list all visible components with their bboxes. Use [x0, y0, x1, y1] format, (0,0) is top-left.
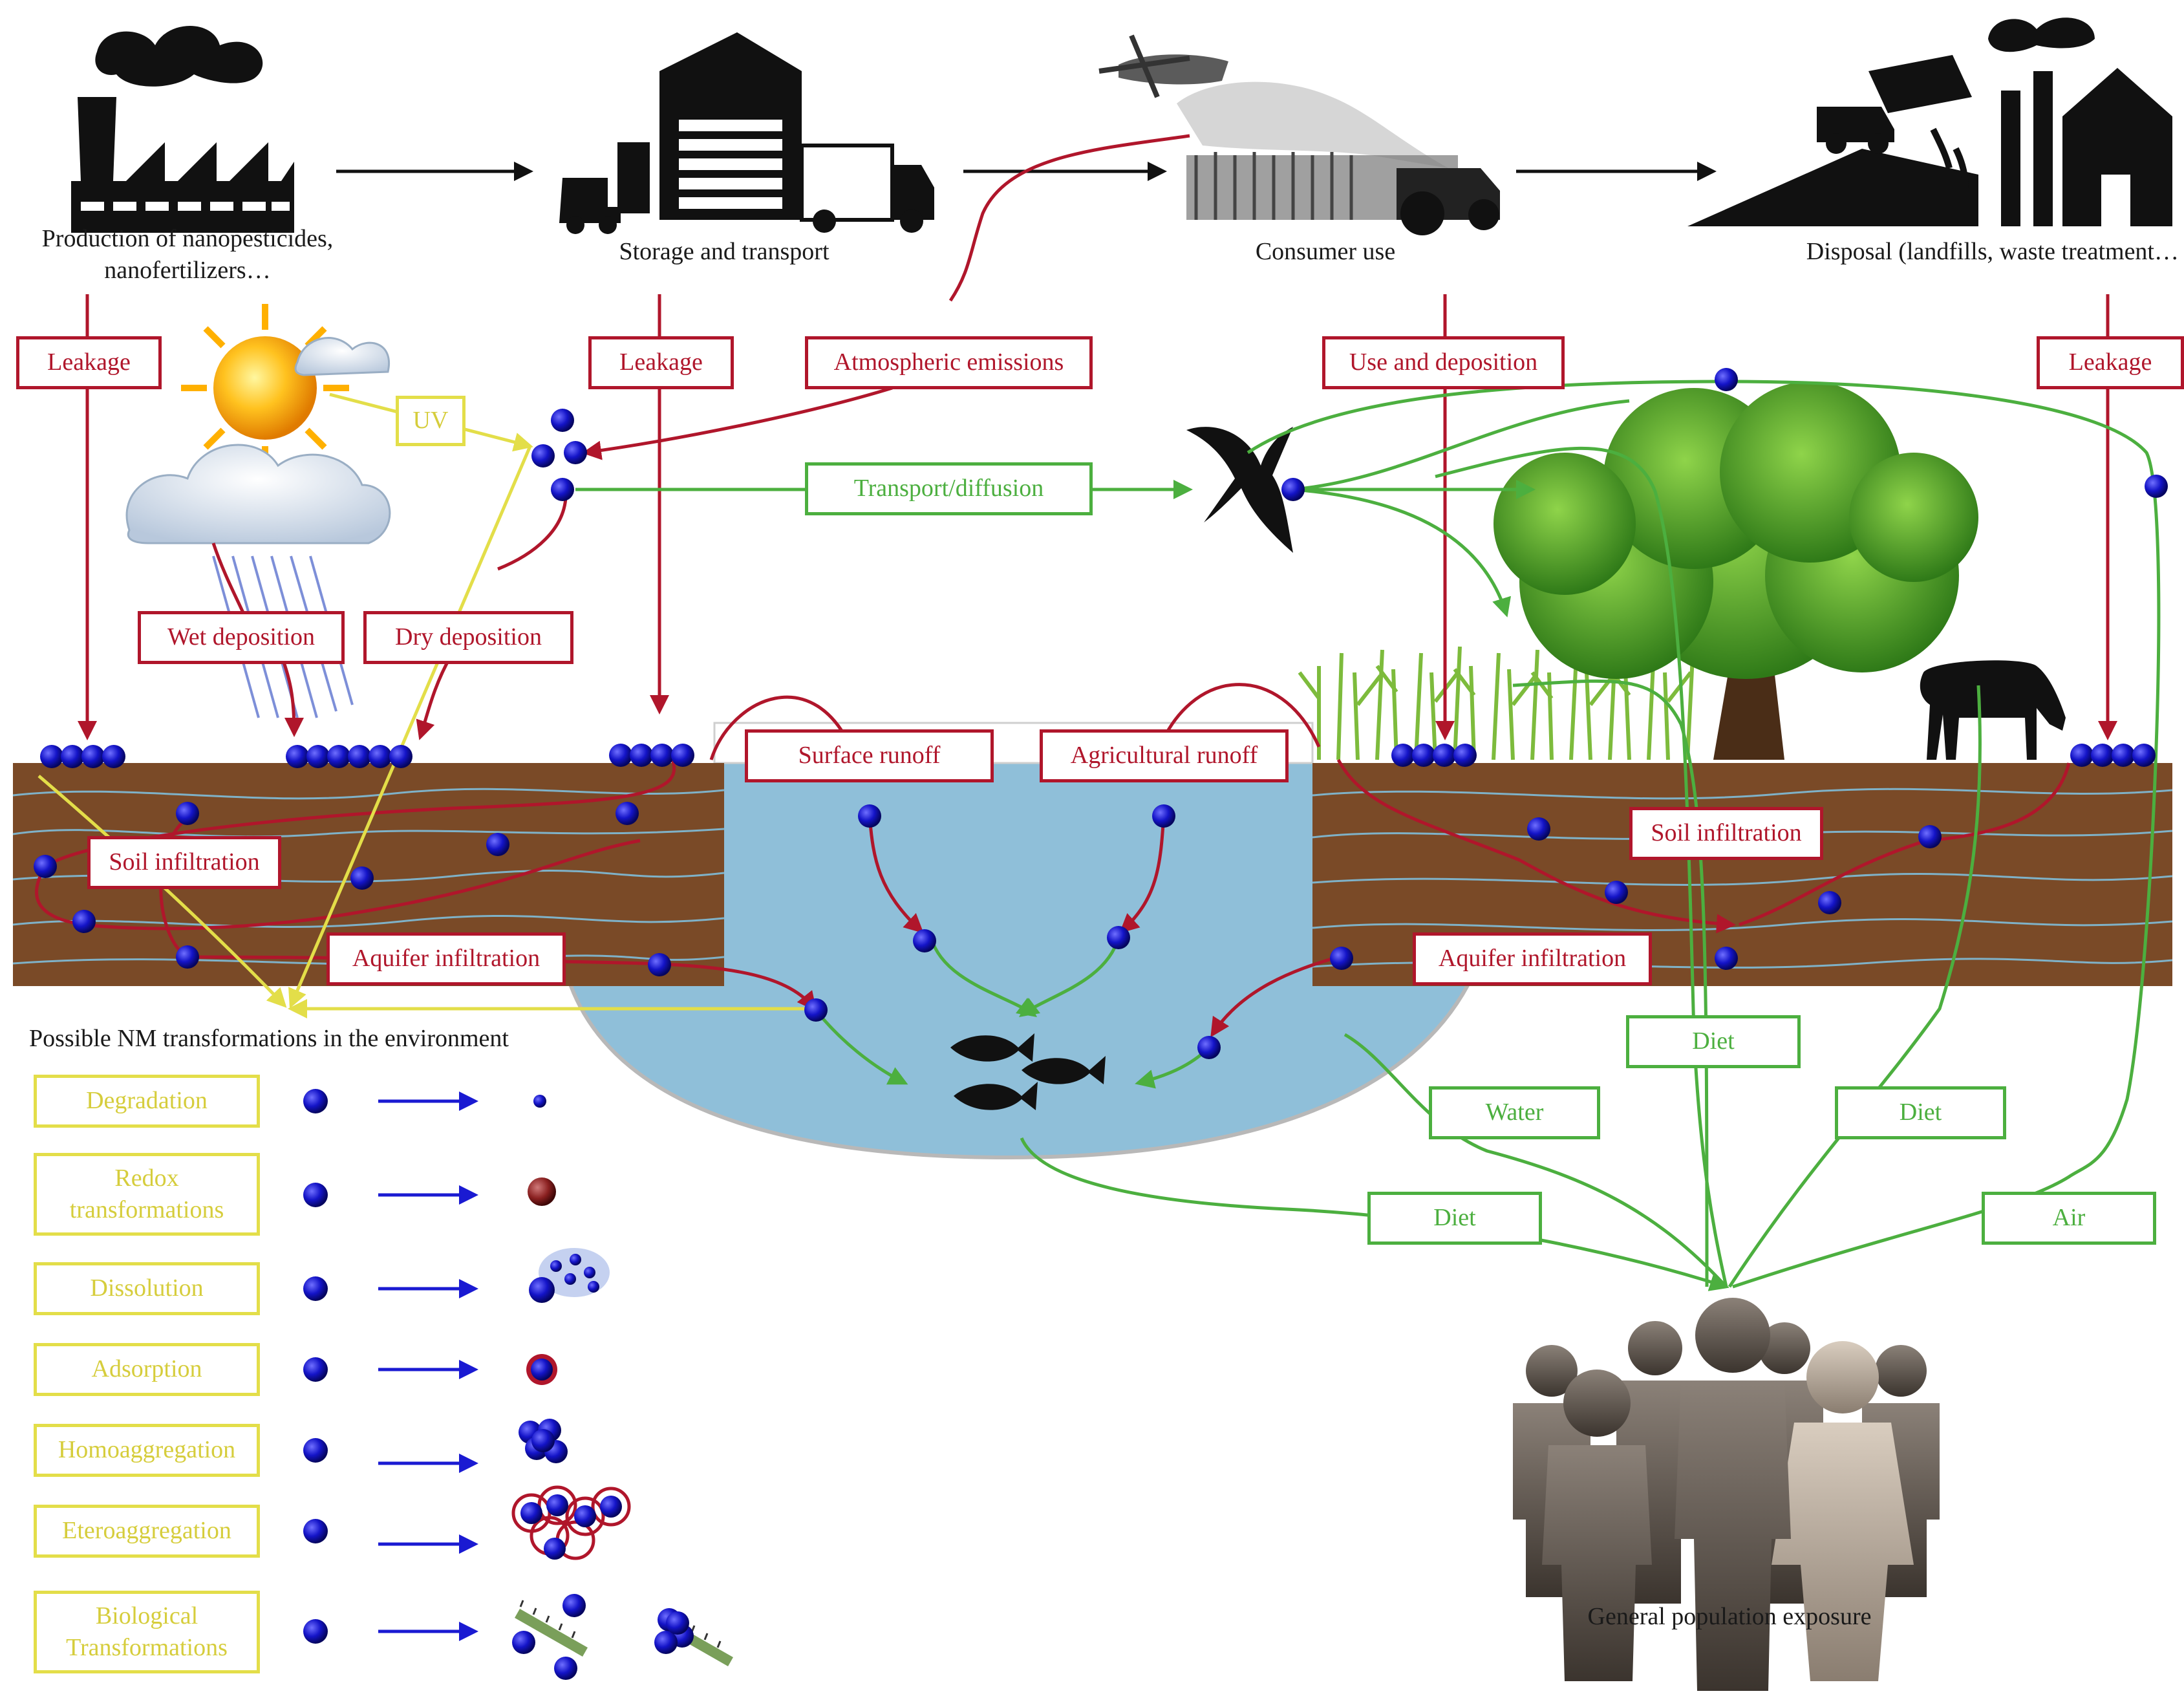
transformation-particles: [303, 1089, 733, 1680]
transformation-adsorption: Adsorption: [34, 1343, 260, 1396]
dissolution-particles: [529, 1248, 610, 1303]
soil-infiltration-label-right: Soil infiltration: [1629, 807, 1823, 860]
diet-label-low: Diet: [1367, 1192, 1542, 1245]
transformation-redox: Redox transformations: [34, 1153, 260, 1236]
atmospheric-emissions-label: Atmospheric emissions: [805, 336, 1093, 389]
diet-label-middle: Diet: [1835, 1086, 2006, 1139]
degraded-particle: [533, 1095, 546, 1108]
homoaggregate-particles: [519, 1419, 568, 1463]
cloud-icon: [125, 337, 391, 544]
leakage-label-right: Leakage: [2037, 336, 2184, 389]
stage-caption-disposal: Disposal (landfills, waste treatment…: [1806, 238, 2179, 265]
transformation-homoaggregation: Homoaggregation: [34, 1424, 260, 1477]
sun-icon: [181, 304, 349, 472]
leakage-label-middle: Leakage: [588, 336, 734, 389]
bird-icon: [1186, 427, 1293, 553]
crop-duster-icon: [1098, 34, 1500, 235]
water-label: Water: [1429, 1086, 1600, 1139]
transformations-title: Possible NM transformations in the envir…: [29, 1025, 509, 1052]
uv-label: UV: [396, 396, 466, 446]
wet-deposition-label: Wet deposition: [138, 611, 345, 664]
leakage-label-left: Leakage: [16, 336, 162, 389]
transformation-eteroaggregation: Eteroaggregation: [34, 1505, 260, 1558]
surface-runoff-label: Surface runoff: [745, 729, 994, 782]
diet-label-top: Diet: [1626, 1015, 1801, 1068]
particles: [34, 368, 2168, 1059]
heteroaggregate-particles: [511, 1485, 631, 1560]
dry-deposition-label: Dry deposition: [363, 611, 573, 664]
tree-icon: [1493, 382, 1978, 760]
population-exposure-caption: General population exposure: [1587, 1603, 1872, 1630]
fish-icon: [950, 1033, 1106, 1110]
adsorption-particle: [526, 1354, 557, 1385]
landfill-icon: [1687, 17, 2172, 226]
people-icon: [1513, 1298, 1940, 1691]
transport-diffusion-label: Transport/diffusion: [805, 462, 1093, 515]
green-flows: [575, 380, 2161, 1291]
transformation-arrows: [378, 1091, 478, 1641]
stage-caption-production: Production of nanopesticides, nanofertil…: [41, 225, 334, 285]
redox-particle: [528, 1177, 556, 1206]
soil-infiltration-label-left: Soil infiltration: [87, 836, 281, 889]
factory-icon: [71, 26, 294, 233]
transformation-biological: Biological Transformations: [34, 1591, 260, 1673]
stage-caption-storage: Storage and transport: [619, 238, 830, 265]
air-label: Air: [1982, 1192, 2156, 1245]
biological-transformation-particles: [512, 1594, 733, 1680]
warehouse-icon: [559, 32, 934, 234]
aquifer-infiltration-label-right: Aquifer infiltration: [1413, 932, 1652, 985]
aquifer-infiltration-label-left: Aquifer infiltration: [327, 932, 566, 985]
transformation-dissolution: Dissolution: [34, 1262, 260, 1315]
transformation-degradation: Degradation: [34, 1075, 260, 1128]
cow-icon: [1920, 660, 2066, 760]
lake: [561, 763, 1483, 1160]
agricultural-runoff-label: Agricultural runoff: [1040, 729, 1289, 782]
use-deposition-label: Use and deposition: [1322, 336, 1565, 389]
stage-caption-consumer: Consumer use: [1255, 238, 1396, 265]
